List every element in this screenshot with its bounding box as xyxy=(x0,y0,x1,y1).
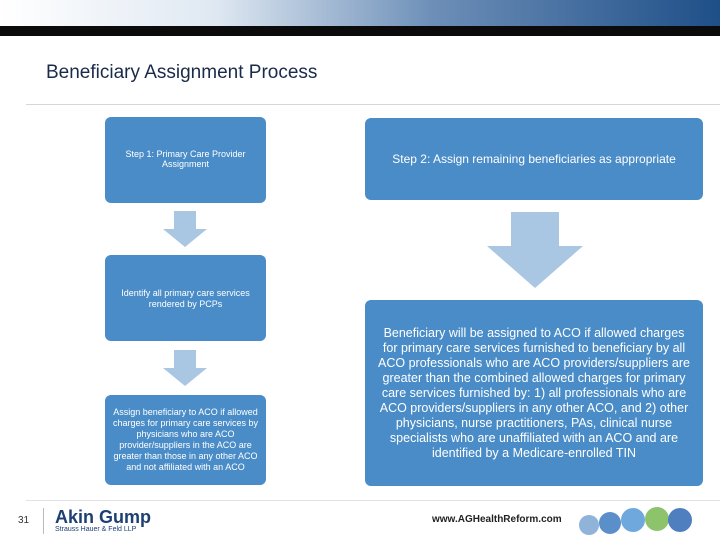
step1-box: Step 1: Primary Care Provider Assignment xyxy=(105,117,266,203)
down-arrow-icon xyxy=(163,350,207,386)
header-dark-band xyxy=(0,26,720,36)
title-divider xyxy=(26,104,720,105)
website-link[interactable]: www.AGHealthReform.com xyxy=(432,514,562,525)
header-gradient-bar xyxy=(0,0,720,26)
down-arrow-icon xyxy=(487,212,583,288)
assign-box: Assign beneficiary to ACO if allowed cha… xyxy=(105,395,266,485)
slide-title: Beneficiary Assignment Process xyxy=(46,62,318,83)
identify-box: Identify all primary care services rende… xyxy=(105,255,266,341)
step2-box: Step 2: Assign remaining beneficiaries a… xyxy=(365,118,703,200)
identify-label: Identify all primary care services rende… xyxy=(121,288,250,309)
page-number: 31 xyxy=(18,515,30,526)
down-arrow-icon xyxy=(163,211,207,247)
company-logo: Akin Gump xyxy=(55,507,152,527)
footer-separator xyxy=(43,508,44,534)
assignment-rule-box: Beneficiary will be assigned to ACO if a… xyxy=(365,300,703,486)
assignment-rule-label: Beneficiary will be assigned to ACO if a… xyxy=(378,325,690,460)
company-logo-subtitle: Strauss Hauer & Feld LLP xyxy=(55,526,137,533)
footer-divider xyxy=(26,500,720,501)
step2-label: Step 2: Assign remaining beneficiaries a… xyxy=(392,152,676,166)
health-badges-icon xyxy=(579,507,692,535)
step1-label: Step 1: Primary Care Provider Assignment xyxy=(125,149,246,169)
assign-label: Assign beneficiary to ACO if allowed cha… xyxy=(112,407,259,472)
